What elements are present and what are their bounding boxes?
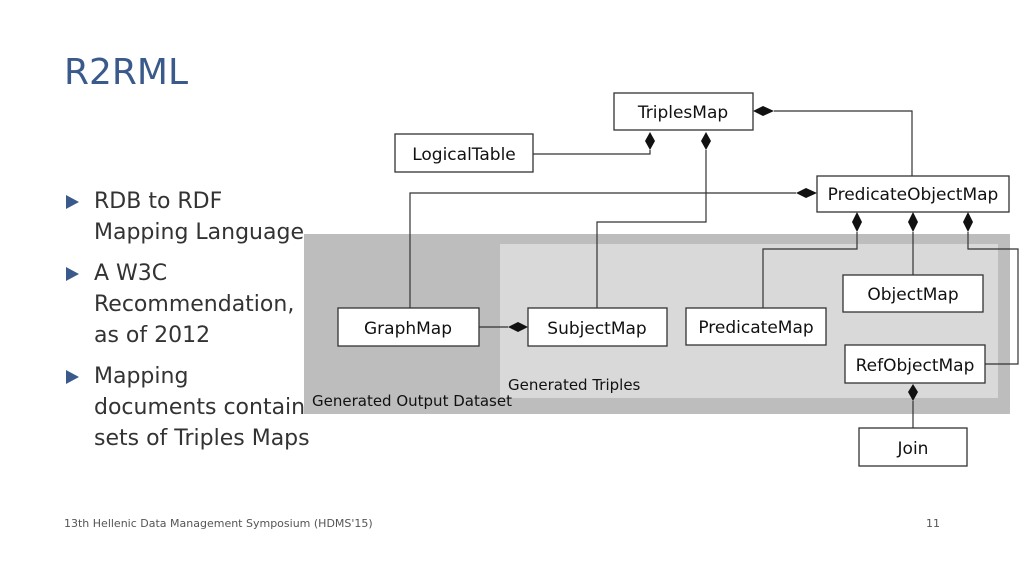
diamond-icon bbox=[796, 188, 817, 198]
box-predicateobjectmap: PredicateObjectMap bbox=[816, 175, 1010, 213]
bullet-arrow-icon bbox=[66, 195, 79, 209]
connector-predicateobjectmap-triplesmap bbox=[774, 110, 913, 176]
generated-triples-label: Generated Triples bbox=[508, 376, 641, 394]
box-refobjectmap: RefObjectMap bbox=[844, 344, 986, 384]
bullet-text: A W3C Recommendation, as of 2012 bbox=[94, 261, 295, 348]
connectors bbox=[409, 110, 1019, 428]
bullet-arrow-icon bbox=[66, 370, 79, 384]
bullet-text: RDB to RDF Mapping Language bbox=[94, 189, 304, 245]
box-graphmap: GraphMap bbox=[337, 307, 480, 347]
box-label: TriplesMap bbox=[637, 103, 728, 123]
box-label: ObjectMap bbox=[867, 285, 958, 305]
bullet-item: Mapping documents contain sets of Triple… bbox=[62, 361, 312, 454]
box-label: Join bbox=[897, 439, 929, 459]
box-label: SubjectMap bbox=[547, 319, 646, 339]
output-dataset-label: Generated Output Dataset bbox=[312, 392, 512, 410]
box-label: PredicateMap bbox=[698, 318, 813, 338]
composition-markers bbox=[508, 106, 973, 401]
box-predicatemap: PredicateMap bbox=[685, 307, 827, 346]
bullet-arrow-icon bbox=[66, 267, 79, 281]
bullet-text: Mapping documents contain sets of Triple… bbox=[94, 364, 310, 451]
diamond-icon bbox=[852, 212, 862, 232]
box-logicaltable: LogicalTable bbox=[394, 133, 534, 173]
diamond-icon bbox=[753, 106, 774, 116]
diamond-icon bbox=[908, 384, 918, 401]
box-objectmap: ObjectMap bbox=[842, 274, 984, 313]
bullet-list: RDB to RDF Mapping Language A W3C Recomm… bbox=[62, 186, 312, 464]
slide-title: R2RML bbox=[64, 52, 189, 93]
box-triplesmap: TriplesMap bbox=[613, 92, 754, 131]
box-label: PredicateObjectMap bbox=[828, 185, 999, 205]
diamond-icon bbox=[701, 132, 711, 150]
box-subjectmap: SubjectMap bbox=[527, 307, 668, 347]
page-number: 11 bbox=[926, 517, 940, 530]
bullet-item: RDB to RDF Mapping Language bbox=[62, 186, 312, 248]
box-join: Join bbox=[858, 427, 968, 467]
diamond-icon bbox=[963, 212, 973, 232]
connector-refobjectmap bbox=[967, 232, 1019, 365]
diamond-icon bbox=[908, 212, 918, 232]
connector-subjectmap bbox=[596, 150, 707, 308]
footer-text: 13th Hellenic Data Management Symposium … bbox=[64, 517, 373, 530]
box-label: GraphMap bbox=[364, 319, 452, 339]
bullet-item: A W3C Recommendation, as of 2012 bbox=[62, 258, 312, 351]
connector-graphmap-pom bbox=[409, 192, 796, 308]
box-label: LogicalTable bbox=[412, 145, 516, 165]
connector-predicatemap bbox=[762, 232, 858, 308]
box-label: RefObjectMap bbox=[856, 356, 975, 376]
diamond-icon bbox=[645, 132, 655, 150]
diamond-icon bbox=[508, 322, 528, 332]
connector-logicaltable bbox=[533, 150, 651, 155]
